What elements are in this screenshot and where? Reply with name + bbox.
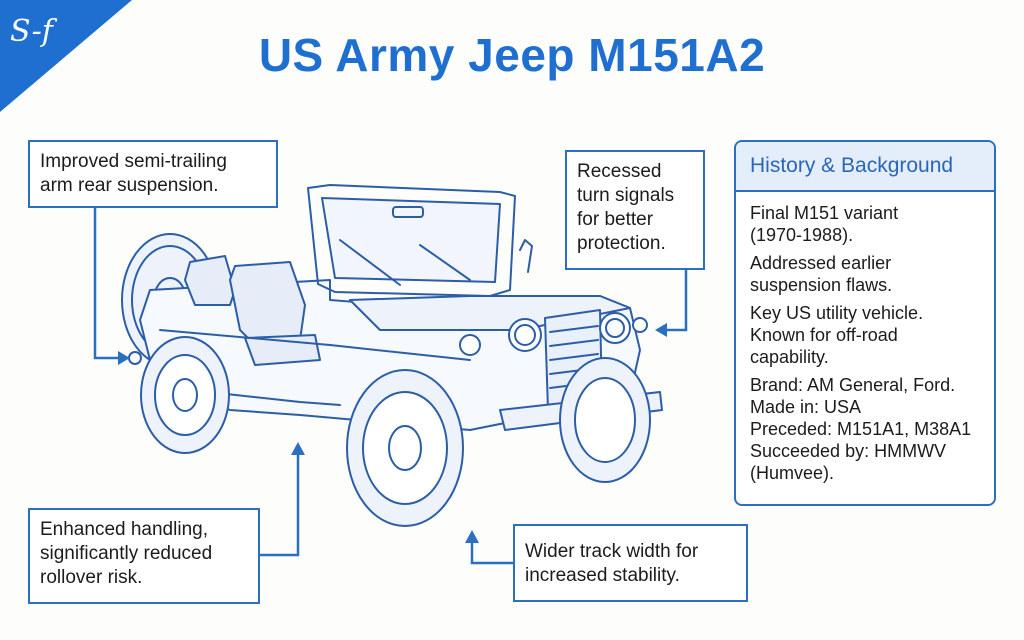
callout-text-line: Wider track width for bbox=[525, 541, 699, 562]
history-line: capability. bbox=[750, 347, 829, 367]
history-line: Final M151 variant bbox=[750, 203, 899, 223]
callout-handling: Enhanced handling, significantly reduced… bbox=[28, 508, 260, 604]
history-line: suspension flaws. bbox=[750, 275, 893, 295]
history-line: Preceded: M151A1, M38A1 bbox=[750, 419, 972, 439]
page-title: US Army Jeep M151A2 bbox=[258, 29, 766, 81]
history-line: (1970-1988). bbox=[750, 225, 854, 245]
callout-text-line: rollover risk. bbox=[40, 567, 143, 588]
history-paragraph: Addressed earlier suspension flaws. bbox=[750, 252, 980, 296]
history-heading: History & Background bbox=[736, 142, 994, 192]
callout-track-width: Wider track width for increased stabilit… bbox=[513, 524, 748, 602]
history-paragraph: Brand: AM General, Ford. Made in: USA Pr… bbox=[750, 374, 980, 484]
history-line: Made in: USA bbox=[750, 397, 862, 417]
history-line: (Humvee). bbox=[750, 463, 835, 483]
history-line: Known for off-road bbox=[750, 325, 898, 345]
callout-text-line: Improved semi-trailing bbox=[40, 151, 227, 172]
callout-turn-signals: Recessed turn signals for better protect… bbox=[565, 150, 705, 270]
history-panel: History & Background Final M151 variant … bbox=[734, 140, 996, 506]
logo-signature: S-f bbox=[10, 14, 53, 49]
callout-text-line: for better bbox=[577, 209, 654, 230]
callout-text-line: turn signals bbox=[577, 185, 675, 206]
callout-text-line: increased stability. bbox=[525, 565, 680, 586]
history-line: Addressed earlier bbox=[750, 253, 892, 273]
callout-text-line: Recessed bbox=[577, 161, 662, 182]
callout-rear-suspension: Improved semi-trailing arm rear suspensi… bbox=[28, 140, 278, 208]
callout-text-line: protection. bbox=[577, 233, 666, 254]
history-line: Key US utility vehicle. bbox=[750, 303, 924, 323]
history-body: Final M151 variant (1970-1988). Addresse… bbox=[736, 192, 994, 484]
history-line: Succeeded by: HMMWV bbox=[750, 441, 947, 461]
callout-text-line: significantly reduced bbox=[40, 543, 213, 564]
history-line: Brand: AM General, Ford. bbox=[750, 375, 956, 395]
callout-text-line: arm rear suspension. bbox=[40, 175, 219, 196]
history-paragraph: Key US utility vehicle. Known for off-ro… bbox=[750, 302, 980, 368]
callout-text-line: Enhanced handling, bbox=[40, 519, 208, 540]
history-paragraph: Final M151 variant (1970-1988). bbox=[750, 202, 980, 246]
